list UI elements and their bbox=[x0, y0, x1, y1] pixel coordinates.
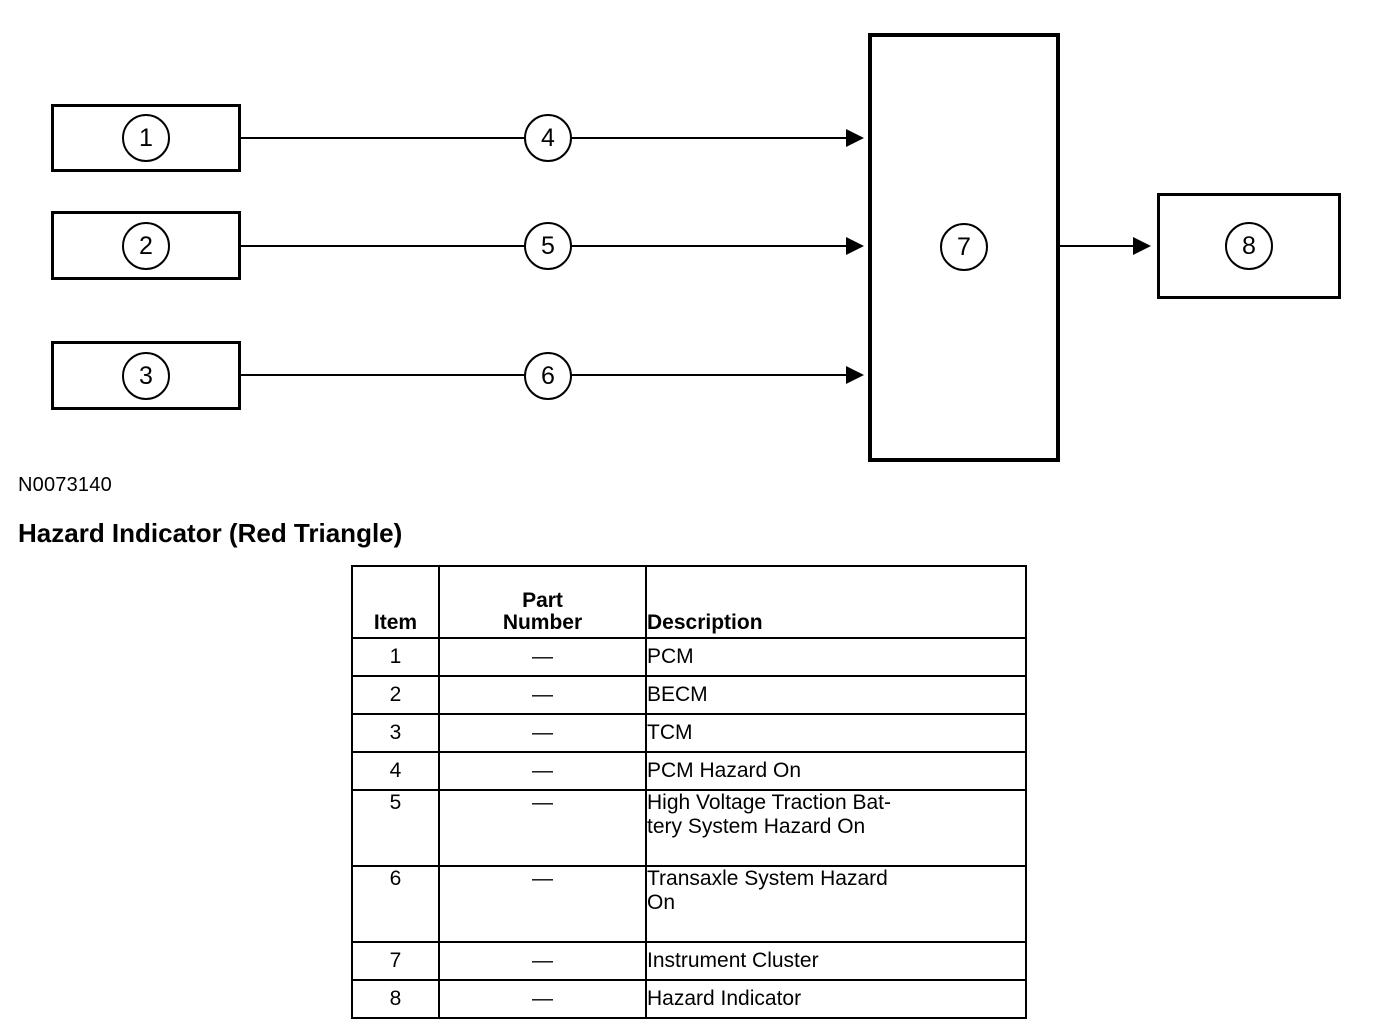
cell-item: 7 bbox=[351, 941, 440, 981]
figure-id-label: N0073140 bbox=[18, 474, 112, 496]
cell-description: PCM bbox=[645, 637, 1027, 677]
arrowhead-into-block-7-top bbox=[846, 129, 864, 147]
cell-item: 1 bbox=[351, 637, 440, 677]
cell-part-number: — bbox=[438, 789, 647, 867]
cell-part-number: — bbox=[438, 751, 647, 791]
cell-description: TCM bbox=[645, 713, 1027, 753]
table-row: 4—PCM Hazard On bbox=[351, 751, 1027, 791]
cell-item: 4 bbox=[351, 751, 440, 791]
callout-6: 6 bbox=[524, 352, 572, 400]
cell-part-number: — bbox=[438, 637, 647, 677]
callout-2: 2 bbox=[122, 222, 170, 270]
cell-part-number: — bbox=[438, 941, 647, 981]
table-row: 2—BECM bbox=[351, 675, 1027, 715]
column-header-description: Description bbox=[645, 565, 1027, 639]
callout-1: 1 bbox=[122, 114, 170, 162]
figure-title: Hazard Indicator (Red Triangle) bbox=[18, 518, 403, 548]
cell-part-number: — bbox=[438, 675, 647, 715]
cell-description: PCM Hazard On bbox=[645, 751, 1027, 791]
part-number-header-line1: Part bbox=[522, 588, 563, 612]
cell-item: 8 bbox=[351, 979, 440, 1019]
callout-7: 7 bbox=[940, 223, 988, 271]
callout-8: 8 bbox=[1225, 222, 1273, 270]
cell-part-number: — bbox=[438, 713, 647, 753]
callout-5: 5 bbox=[524, 222, 572, 270]
connector-line-7-to-8 bbox=[1060, 245, 1147, 247]
table-row: 7—Instrument Cluster bbox=[351, 941, 1027, 981]
callout-4: 4 bbox=[524, 114, 572, 162]
cell-description: Hazard Indicator bbox=[645, 979, 1027, 1019]
cell-item: 2 bbox=[351, 675, 440, 715]
cell-item: 6 bbox=[351, 865, 440, 943]
cell-item: 3 bbox=[351, 713, 440, 753]
cell-item: 5 bbox=[351, 789, 440, 867]
table-row: 5—High Voltage Traction Bat-tery System … bbox=[351, 789, 1027, 867]
table-row: 3—TCM bbox=[351, 713, 1027, 753]
cell-description: BECM bbox=[645, 675, 1027, 715]
cell-description: Instrument Cluster bbox=[645, 941, 1027, 981]
callout-3: 3 bbox=[122, 352, 170, 400]
part-number-header-line2: Number bbox=[502, 611, 583, 635]
table-row: 8—Hazard Indicator bbox=[351, 979, 1027, 1019]
arrowhead-into-block-7-bottom bbox=[846, 366, 864, 384]
cell-description: High Voltage Traction Bat-tery System Ha… bbox=[645, 789, 1027, 867]
table-row: 1—PCM bbox=[351, 637, 1027, 677]
block-diagram: 1 2 3 4 5 6 7 8 bbox=[51, 33, 1341, 462]
arrowhead-into-block-8 bbox=[1133, 237, 1151, 255]
column-header-item: Item bbox=[351, 565, 440, 639]
cell-part-number: — bbox=[438, 979, 647, 1019]
arrowhead-into-block-7-middle bbox=[846, 237, 864, 255]
cell-part-number: — bbox=[438, 865, 647, 943]
